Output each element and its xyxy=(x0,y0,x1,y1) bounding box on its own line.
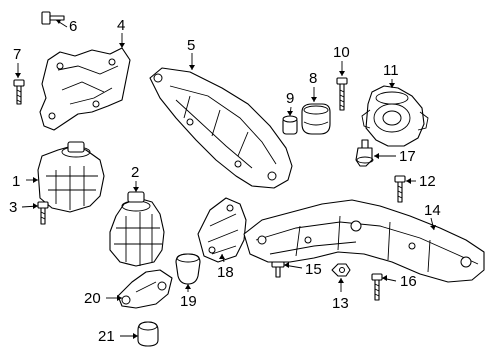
callout-16: 16 xyxy=(400,273,417,290)
bolt-7 xyxy=(13,79,25,105)
bolt-3 xyxy=(37,201,49,225)
callout-19: 19 xyxy=(180,293,197,310)
callout-9: 9 xyxy=(286,90,294,107)
buffer xyxy=(137,321,159,347)
callout-17: 17 xyxy=(399,148,416,165)
callout-14: 14 xyxy=(424,202,441,219)
callout-8: 8 xyxy=(309,70,317,87)
bolt-15 xyxy=(271,261,285,278)
bolt-6 xyxy=(41,11,65,25)
stud xyxy=(355,139,374,167)
callout-10: 10 xyxy=(333,44,350,61)
callout-6: 6 xyxy=(69,18,77,35)
callout-labels: 1 2 3 4 5 6 7 8 9 10 11 12 13 14 15 16 1… xyxy=(9,17,441,345)
rubber-stop xyxy=(175,253,201,285)
damper xyxy=(301,103,331,135)
engine-mount-left xyxy=(37,141,105,213)
bolt-16 xyxy=(371,273,383,301)
callout-18: 18 xyxy=(217,264,234,281)
callout-13: 13 xyxy=(332,295,349,312)
bolt-12 xyxy=(394,175,406,203)
callout-11: 11 xyxy=(383,62,399,79)
callout-1: 1 xyxy=(12,173,20,190)
heat-shield xyxy=(197,197,247,263)
callout-4: 4 xyxy=(117,17,125,34)
callout-2: 2 xyxy=(131,164,139,181)
callout-21: 21 xyxy=(98,328,115,345)
support-bracket xyxy=(117,269,173,309)
bushing xyxy=(282,115,298,135)
transmission-bracket xyxy=(149,67,293,189)
callout-20: 20 xyxy=(84,290,101,307)
bolt-10 xyxy=(336,77,348,111)
callout-7: 7 xyxy=(13,46,21,63)
mount-bracket xyxy=(39,47,131,131)
nut-13 xyxy=(331,263,351,277)
callout-12: 12 xyxy=(419,173,436,190)
crossmember xyxy=(243,199,485,283)
transmission-mount xyxy=(361,85,429,147)
arrow-tips xyxy=(15,20,436,339)
engine-mount-right xyxy=(109,191,165,267)
callout-3: 3 xyxy=(9,199,17,216)
callout-5: 5 xyxy=(187,37,195,54)
callout-15: 15 xyxy=(305,261,322,278)
